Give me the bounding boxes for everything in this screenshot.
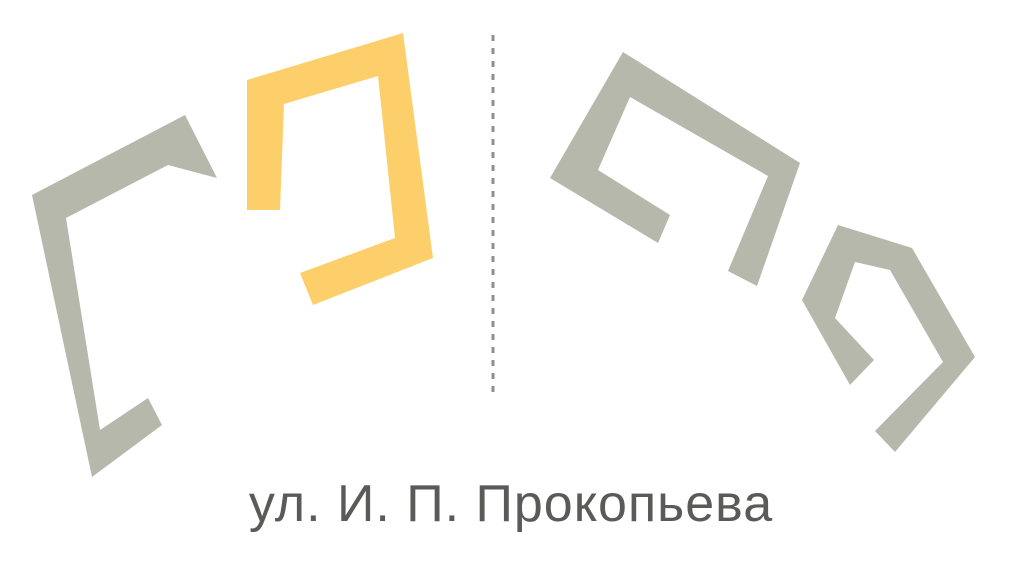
building-right-lower-gray — [802, 225, 975, 452]
building-right-upper-gray — [550, 52, 800, 286]
building-left-gray — [32, 115, 217, 477]
building-left-yellow — [247, 33, 433, 305]
street-label: ул. И. П. Прокопьева — [248, 475, 774, 533]
